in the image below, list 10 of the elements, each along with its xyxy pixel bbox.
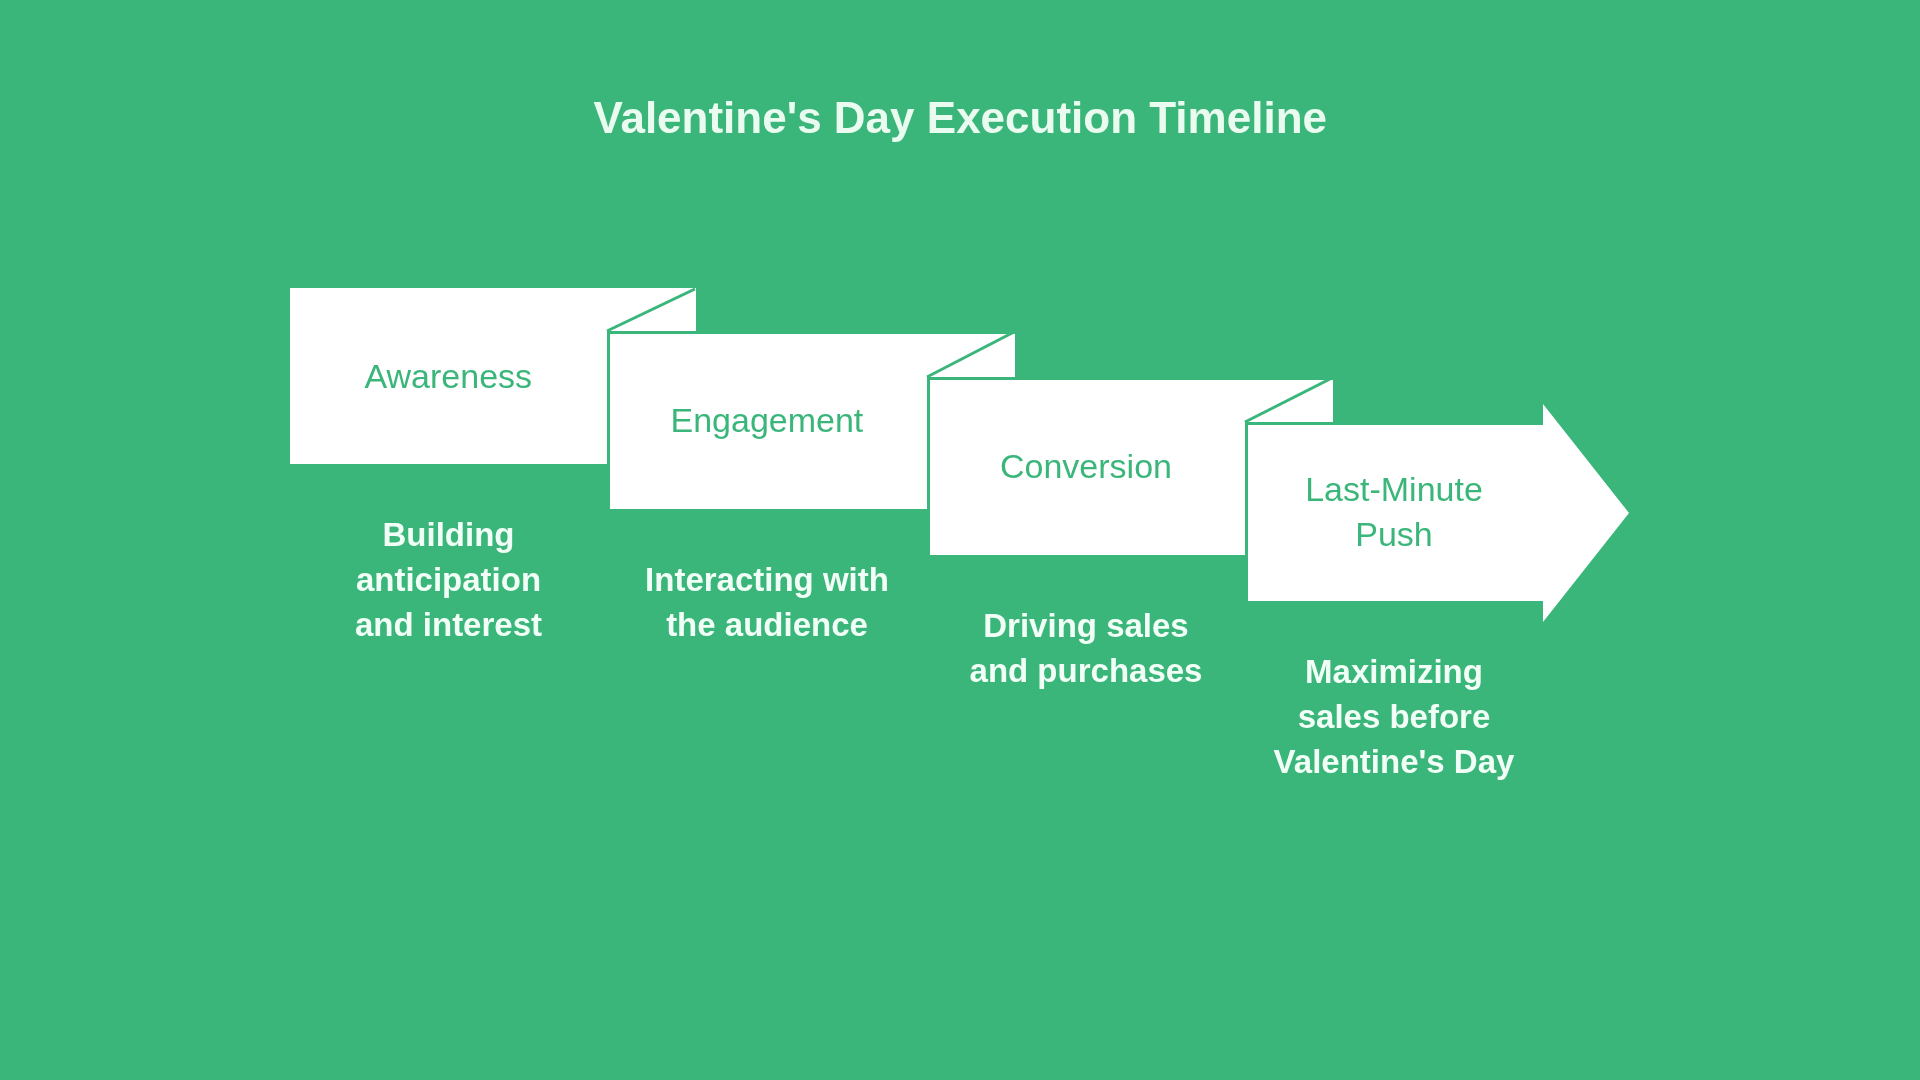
stage-description: Building anticipation and interest: [353, 515, 543, 645]
stage-label: Last-Minute Push: [1304, 468, 1484, 555]
stage-description: Driving sales and purchases: [968, 606, 1204, 691]
diagram-title: Valentine's Day Execution Timeline: [593, 93, 1327, 143]
stage-description: Interacting with the audience: [644, 560, 890, 645]
stage-label: Engagement: [670, 399, 864, 441]
stage-label: Awareness: [364, 355, 533, 397]
stage-label: Conversion: [1000, 445, 1172, 487]
stage-description: Maximizing sales before Valentine's Day: [1272, 652, 1516, 782]
arrow-shape: [1245, 404, 1629, 622]
